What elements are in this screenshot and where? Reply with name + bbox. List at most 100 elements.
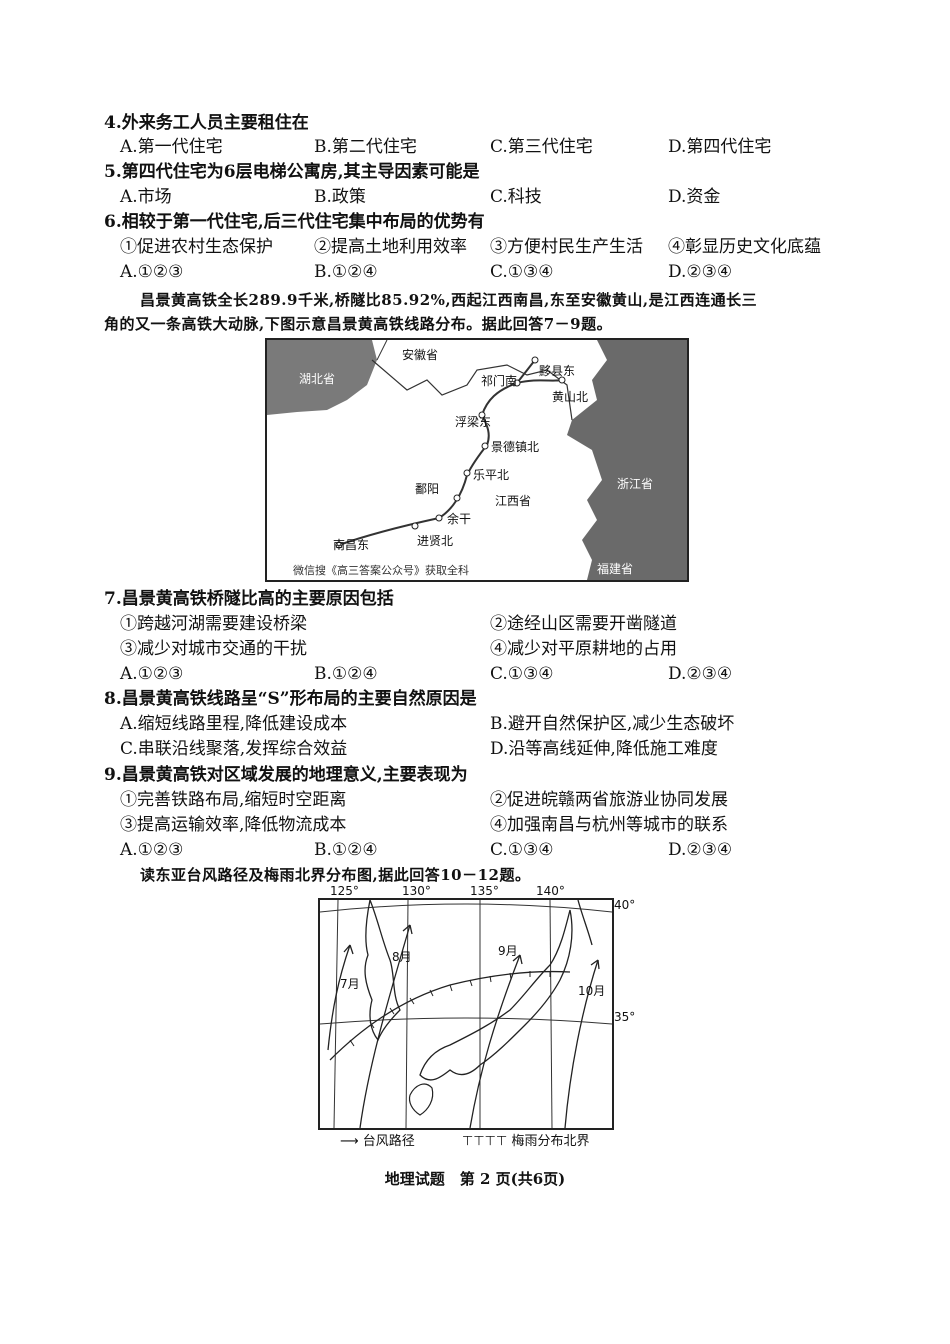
q9-option-a[interactable]: A.①②③ <box>120 840 184 860</box>
q4-option-c[interactable]: C.第三代住宅 <box>490 137 593 157</box>
map-watermark: 微信搜《高三答案公众号》获取全科 <box>293 564 469 577</box>
intro-10-12: 读东亚台风路径及梅雨北界分布图,据此回答10－12题。 <box>140 866 531 884</box>
q6-item-1: ①促进农村生态保护 <box>120 237 273 257</box>
lon-label-125: 125° <box>330 884 359 898</box>
label-jiangxi: 江西省 <box>495 494 532 508</box>
label-september: 9月 <box>498 944 518 958</box>
typhoon-map-svg <box>320 900 612 1128</box>
q6-option-a[interactable]: A.①②③ <box>120 262 184 282</box>
lat-label-40: 40° <box>614 898 636 912</box>
station-marker-poyang <box>453 494 461 502</box>
q7-item-3: ③减少对城市交通的干扰 <box>120 639 307 659</box>
label-yixiandong: 黟县东 <box>539 364 576 378</box>
station-marker-lepingbei <box>463 469 471 477</box>
q6-option-c[interactable]: C.①③④ <box>490 262 554 282</box>
legend-meiyu-line-icon: ⊤⊤⊤⊤ <box>462 1134 508 1149</box>
label-poyang: 鄱阳 <box>415 482 440 496</box>
q6-item-2: ②提高土地利用效率 <box>314 237 467 257</box>
q7-item-1: ①跨越河湖需要建设桥梁 <box>120 614 307 634</box>
q5-option-a[interactable]: A.市场 <box>120 187 172 207</box>
station-marker-nanchangdong <box>335 541 343 549</box>
q7-option-d[interactable]: D.②③④ <box>668 664 733 684</box>
q9-option-c[interactable]: C.①③④ <box>490 840 554 860</box>
q5-stem: 5.第四代住宅为6层电梯公寓房,其主导因素可能是 <box>104 162 480 182</box>
q5-option-b[interactable]: B.政策 <box>314 187 366 207</box>
label-qimennan: 祁门南 <box>481 374 518 388</box>
label-nanchangdong: 南昌东 <box>333 538 370 552</box>
lat-label-35: 35° <box>614 1010 636 1024</box>
label-july: 7月 <box>340 977 360 991</box>
q7-option-b[interactable]: B.①②④ <box>314 664 378 684</box>
q9-option-d[interactable]: D.②③④ <box>668 840 733 860</box>
q9-item-3: ③提高运输效率,降低物流成本 <box>120 815 347 835</box>
q8-option-d[interactable]: D.沿等高线延伸,降低施工难度 <box>490 739 718 759</box>
q5-option-d[interactable]: D.资金 <box>668 187 721 207</box>
typhoon-track-july <box>327 944 351 1051</box>
legend-meiyu: ⊤⊤⊤⊤ 梅雨分布北界 <box>462 1130 589 1149</box>
q7-item-4: ④减少对平原耕地的占用 <box>490 639 677 659</box>
intro-7-9-line2: 角的又一条高铁大动脉,下图示意昌景黄高铁线路分布。据此回答7－9题。 <box>104 315 613 333</box>
q7-item-2: ②途经山区需要开凿隧道 <box>490 614 677 634</box>
q6-option-b[interactable]: B.①②④ <box>314 262 378 282</box>
label-jingdezhenbei: 景德镇北 <box>491 440 540 454</box>
q6-stem: 6.相较于第一代住宅,后三代住宅集中布局的优势有 <box>104 212 485 232</box>
q5-option-c[interactable]: C.科技 <box>490 187 542 207</box>
typhoon-map: 7月 8月 9月 10月 <box>318 898 614 1130</box>
q8-stem: 8.昌景黄高铁线路呈“S”形布局的主要自然原因是 <box>104 689 477 709</box>
station-marker-yixiandong <box>558 376 566 384</box>
q4-option-a[interactable]: A.第一代住宅 <box>120 137 223 157</box>
q9-item-2: ②促进皖赣两省旅游业协同发展 <box>490 790 728 810</box>
station-marker-jinxianbei <box>411 522 419 530</box>
q7-option-a[interactable]: A.①②③ <box>120 664 184 684</box>
railway-map: 安徽省 湖北省 江西省 浙江省 福建省 黟县东 祁门南 黄山北 浮梁东 景德镇北… <box>265 338 689 582</box>
label-lepingbei: 乐平北 <box>473 468 510 482</box>
q4-option-d[interactable]: D.第四代住宅 <box>668 137 772 157</box>
province-border <box>371 359 573 421</box>
legend-typhoon-label: 台风路径 <box>362 1134 415 1149</box>
q4-stem: 4.外来务工人员主要租住在 <box>104 113 309 133</box>
meiyu-boundary <box>329 970 571 1061</box>
label-huangshanbei: 黄山北 <box>552 390 589 404</box>
label-anhui: 安徽省 <box>402 348 439 362</box>
intro-7-9-line1: 昌景黄高铁全长289.9千米,桥隧比85.92%,西起江西南昌,东至安徽黄山,是… <box>140 291 758 309</box>
q6-option-d[interactable]: D.②③④ <box>668 262 733 282</box>
station-marker-jingdezhenbei <box>481 442 489 450</box>
label-zhejiang: 浙江省 <box>617 477 654 491</box>
lon-label-140: 140° <box>536 884 565 898</box>
q8-option-b[interactable]: B.避开自然保护区,减少生态破坏 <box>490 714 735 734</box>
label-fuliangdong: 浮梁东 <box>455 415 492 429</box>
typhoon-track-september <box>469 954 521 1128</box>
legend-meiyu-label: 梅雨分布北界 <box>511 1134 590 1149</box>
zhejiang-region <box>567 340 687 580</box>
label-october: 10月 <box>578 984 606 998</box>
label-hubei: 湖北省 <box>299 372 336 386</box>
station-marker-yugan <box>435 514 443 522</box>
q8-option-c[interactable]: C.串联沿线聚落,发挥综合效益 <box>120 739 348 759</box>
q9-item-4: ④加强南昌与杭州等城市的联系 <box>490 815 728 835</box>
lon-label-135: 135° <box>470 884 499 898</box>
hubei-region <box>267 340 377 415</box>
q6-item-4: ④彰显历史文化底蕴 <box>668 237 821 257</box>
station-marker-qimennan <box>513 379 521 387</box>
label-jinxianbei: 进贤北 <box>417 534 454 548</box>
legend-typhoon: ⟶ 台风路径 <box>340 1130 415 1149</box>
lon-label-130: 130° <box>402 884 431 898</box>
q9-item-1: ①完善铁路布局,缩短时空距离 <box>120 790 347 810</box>
legend-typhoon-arrow-icon: ⟶ <box>340 1134 359 1149</box>
typhoon-track-october <box>564 959 599 1128</box>
railway-map-svg <box>267 340 687 580</box>
q8-option-a[interactable]: A.缩短线路里程,降低建设成本 <box>120 714 348 734</box>
typhoon-track-august <box>359 924 411 1128</box>
japan-coast <box>419 909 573 1081</box>
q7-option-c[interactable]: C.①③④ <box>490 664 554 684</box>
label-august: 8月 <box>392 950 412 964</box>
q7-stem: 7.昌景黄高铁桥隧比高的主要原因包括 <box>104 589 394 609</box>
label-yugan: 余干 <box>447 512 472 526</box>
page-footer: 地理试题 第 2 页(共6页) <box>384 1170 566 1188</box>
label-fujian: 福建省 <box>597 562 634 576</box>
q4-option-b[interactable]: B.第二代住宅 <box>314 137 417 157</box>
station-marker-fuliangdong <box>478 411 486 419</box>
station-marker-huangshanbei <box>531 356 539 364</box>
q9-option-b[interactable]: B.①②④ <box>314 840 378 860</box>
q6-item-3: ③方便村民生产生活 <box>490 237 643 257</box>
